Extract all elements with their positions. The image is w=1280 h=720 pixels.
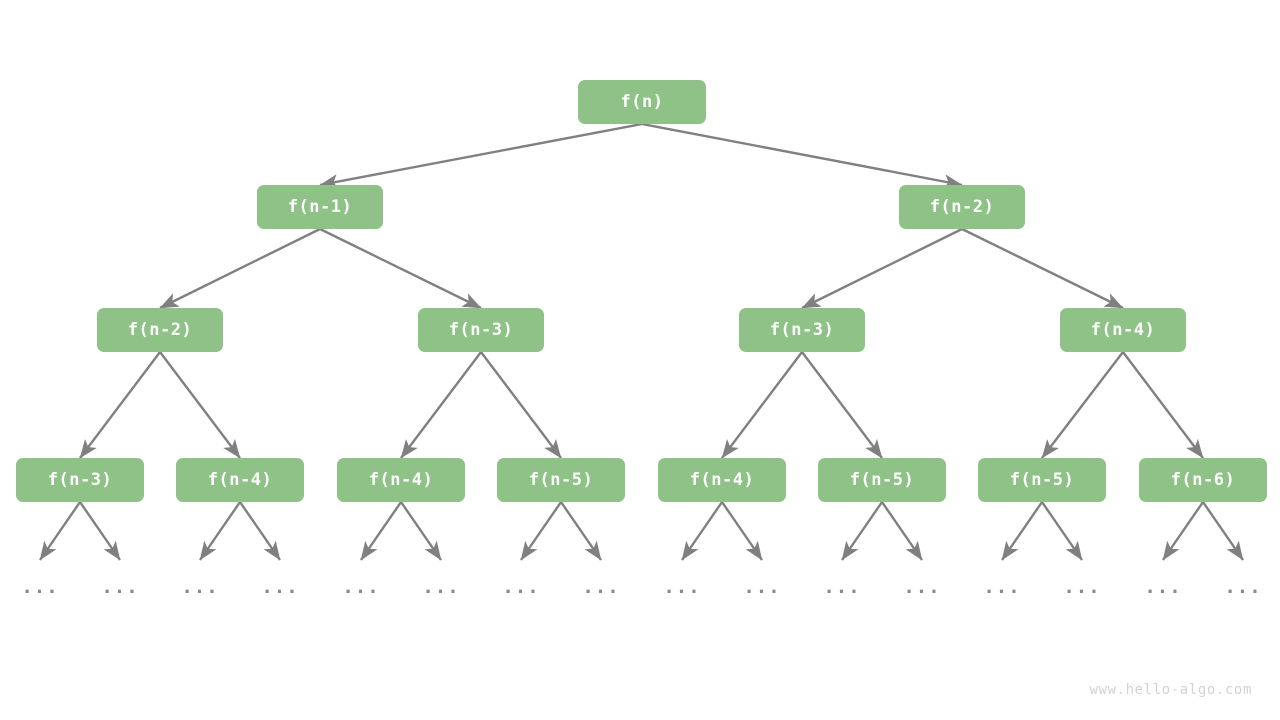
tree-edge <box>841 501 883 561</box>
tree-edge <box>681 501 723 561</box>
tree-edge <box>39 501 81 561</box>
tree-edge <box>801 227 963 310</box>
tree-edge <box>961 227 1124 310</box>
tree-node[interactable]: f(n-2) <box>899 185 1025 229</box>
tree-node[interactable]: f(n-5) <box>978 458 1106 502</box>
ellipsis-marker: ... <box>983 576 1021 598</box>
tree-edge <box>1001 501 1043 561</box>
tree-edge <box>400 501 442 561</box>
ellipsis-marker: ... <box>823 576 861 598</box>
ellipsis-marker: ... <box>582 576 620 598</box>
watermark-text: www.hello-algo.com <box>1089 682 1252 698</box>
tree-edge <box>1162 501 1204 561</box>
ellipsis-marker: ... <box>1224 576 1262 598</box>
tree-edge <box>239 501 281 561</box>
tree-node[interactable]: f(n-3) <box>418 308 544 352</box>
tree-edge <box>199 501 241 561</box>
ellipsis-marker: ... <box>422 576 460 598</box>
tree-node[interactable]: f(n-6) <box>1139 458 1267 502</box>
tree-edge <box>641 122 963 189</box>
tree-edge <box>801 351 883 459</box>
tree-node[interactable]: f(n-4) <box>337 458 465 502</box>
tree-node[interactable]: f(n-3) <box>16 458 144 502</box>
ellipsis-marker: ... <box>663 576 701 598</box>
tree-edge <box>79 351 161 459</box>
tree-edge <box>721 351 803 459</box>
ellipsis-marker: ... <box>1144 576 1182 598</box>
tree-edge <box>360 501 402 561</box>
tree-node[interactable]: f(n) <box>578 80 706 124</box>
ellipsis-marker: ... <box>101 576 139 598</box>
ellipsis-marker: ... <box>502 576 540 598</box>
ellipsis-marker: ... <box>181 576 219 598</box>
tree-edge <box>319 227 482 310</box>
ellipsis-marker: ... <box>342 576 380 598</box>
tree-edge <box>79 501 121 561</box>
ellipsis-marker: ... <box>261 576 299 598</box>
tree-edge <box>400 351 482 459</box>
tree-edge <box>159 227 321 310</box>
tree-edge <box>1041 501 1083 561</box>
tree-edge <box>319 122 643 189</box>
tree-edge <box>721 501 763 561</box>
tree-edge <box>1041 351 1124 459</box>
tree-node[interactable]: f(n-4) <box>1060 308 1186 352</box>
tree-node[interactable]: f(n-5) <box>497 458 625 502</box>
tree-node[interactable]: f(n-4) <box>658 458 786 502</box>
ellipsis-marker: ... <box>21 576 59 598</box>
tree-edge <box>1202 501 1244 561</box>
tree-node[interactable]: f(n-5) <box>818 458 946 502</box>
ellipsis-marker: ... <box>903 576 941 598</box>
tree-node[interactable]: f(n-4) <box>176 458 304 502</box>
tree-node[interactable]: f(n-1) <box>257 185 383 229</box>
tree-edge <box>480 351 562 459</box>
tree-edge <box>520 501 562 561</box>
tree-node[interactable]: f(n-2) <box>97 308 223 352</box>
tree-edge <box>159 351 241 459</box>
tree-edge <box>560 501 602 561</box>
tree-edge <box>1122 351 1204 459</box>
tree-node[interactable]: f(n-3) <box>739 308 865 352</box>
ellipsis-marker: ... <box>1063 576 1101 598</box>
ellipsis-marker: ... <box>743 576 781 598</box>
tree-edge <box>881 501 923 561</box>
